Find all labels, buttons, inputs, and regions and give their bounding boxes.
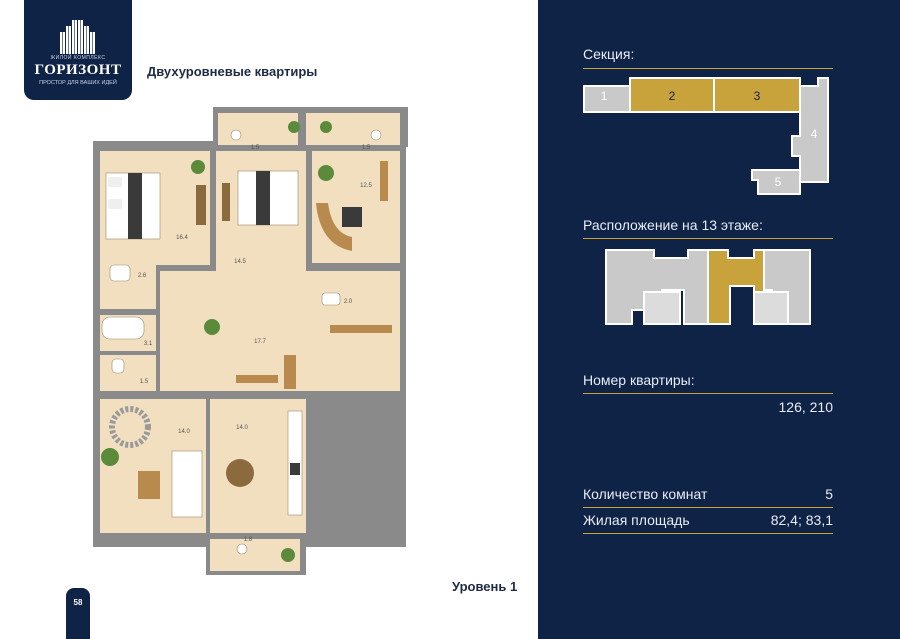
section-3[interactable] xyxy=(713,77,801,113)
area-label: 14.0 xyxy=(178,429,190,435)
towers-icon xyxy=(60,20,95,54)
rooms-row: Количество комнат 5 xyxy=(583,486,833,502)
area-label: 2.0 xyxy=(344,299,353,305)
room-balcony-1 xyxy=(218,113,298,145)
area-label: 2.6 xyxy=(138,273,147,279)
apartment-label: Номер квартиры: xyxy=(583,372,695,388)
area-label: 3.1 xyxy=(144,341,153,347)
area-label: 12.5 xyxy=(360,183,372,189)
floor-plan: 16.4 14.5 12.5 1.5 1.5 2.6 2.0 3.1 1.5 1… xyxy=(93,107,408,575)
area-label: 1.8 xyxy=(244,537,253,543)
divider xyxy=(583,68,833,69)
level-label: Уровень 1 xyxy=(452,579,518,594)
room-wc xyxy=(100,355,156,391)
floor-scheme xyxy=(605,249,811,325)
area-label: 14.0 xyxy=(236,425,248,431)
area-row: Жилая площадь 82,4; 83,1 xyxy=(583,512,833,528)
floor-label: Расположение на 13 этаже: xyxy=(583,217,763,233)
section-number: 1 xyxy=(601,89,608,103)
room-balcony-2 xyxy=(306,113,400,145)
logo-small-text: ЖИЛОЙ КОМПЛЕКС xyxy=(50,55,106,61)
section-scheme: 1 2 3 4 5 xyxy=(583,77,829,195)
rooms-label: Количество комнат xyxy=(583,486,708,502)
area-label: 1.5 xyxy=(140,379,149,385)
floor-unit xyxy=(605,249,709,325)
logo-name: ГОРИЗОНТ xyxy=(34,62,122,78)
section-number: 3 xyxy=(754,89,761,103)
section-number: 4 xyxy=(811,127,818,141)
divider xyxy=(583,533,833,534)
area-label: 14.5 xyxy=(234,259,246,265)
logo-slogan: ПРОСТОР ДЛЯ ВАШИХ ИДЕЙ xyxy=(39,80,117,86)
section-number: 2 xyxy=(669,89,676,103)
section-number: 5 xyxy=(775,175,782,189)
page-tab: 58 xyxy=(66,588,90,639)
page-title: Двухуровневые квартиры xyxy=(147,64,318,79)
divider xyxy=(583,393,833,394)
section-label: Секция: xyxy=(583,46,635,62)
area-label: 16.4 xyxy=(176,235,188,241)
area-label: 1.5 xyxy=(362,145,371,151)
divider xyxy=(583,238,833,239)
area-label: Жилая площадь xyxy=(583,512,690,528)
section-5[interactable] xyxy=(751,169,801,195)
page-number: 58 xyxy=(73,598,83,607)
area-value: 82,4; 83,1 xyxy=(770,512,833,528)
apartment-value: 126, 210 xyxy=(778,399,834,415)
divider xyxy=(583,507,833,508)
area-label: 1.5 xyxy=(251,145,260,151)
area-label: 17.7 xyxy=(254,339,266,345)
logo: ЖИЛОЙ КОМПЛЕКС ГОРИЗОНТ ПРОСТОР ДЛЯ ВАШИ… xyxy=(24,0,132,100)
info-panel: Секция: 1 2 3 4 5 Расположение на 13 эта… xyxy=(538,0,900,639)
rooms-value: 5 xyxy=(825,486,833,502)
